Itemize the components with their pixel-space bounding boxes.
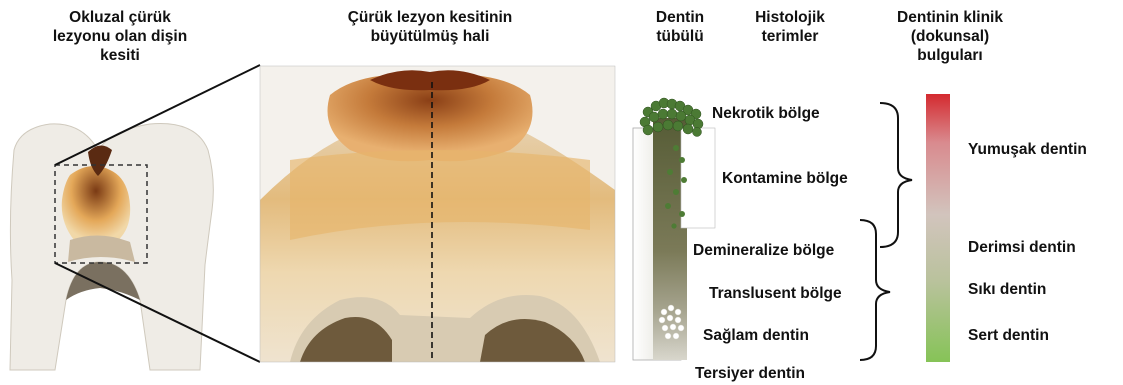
clinical-firm-label: Sıkı dentin [968,280,1046,299]
lower-brace [860,220,890,360]
header-tooth-section: Okluzal çürük lezyonu olan dişin kesiti [20,8,220,65]
zone-translucent-label: Translusent bölge [706,284,845,303]
zone-tertiary-dentin-label: Tersiyer dentin [695,364,805,383]
header-histologic: Histolojik terimler [735,8,845,46]
dentin-tubule-image [633,98,715,360]
zone-demineralized-label: Demineralize bölge [690,241,837,260]
zone-sound-dentin-label: Sağlam dentin [700,326,812,345]
upper-brace [880,103,912,247]
header-tubule: Dentin tübülü [640,8,720,46]
clinical-leathery-label: Derimsi dentin [968,238,1076,257]
header-magnified: Çürük lezyon kesitinin büyütülmüş hali [300,8,560,46]
zone-necrotic-label: Nekrotik bölge [712,104,820,123]
clinical-hard-label: Sert dentin [968,326,1049,345]
zone-contaminated-label: Kontamine bölge [722,169,848,188]
tooth-section-image [10,124,213,370]
clinical-gradient-bar [926,94,950,362]
magnified-lesion-image [260,66,615,362]
header-clinical: Dentinin klinik (dokunsal) bulguları [880,8,1020,65]
clinical-soft-label: Yumuşak dentin [968,140,1087,159]
